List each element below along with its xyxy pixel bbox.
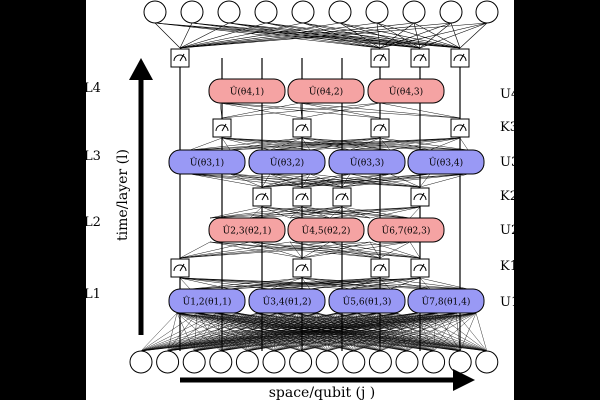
meter-icon [410, 258, 430, 278]
meter-icon [370, 48, 390, 68]
operator-label: K3 [500, 120, 518, 135]
input-node [422, 350, 446, 374]
time-axis-arrow [129, 58, 153, 335]
meter-icon [332, 187, 352, 207]
meter-icon [292, 258, 312, 278]
gate-u3-3: Û(θ3,3) [328, 149, 406, 175]
layer-label: L3 [84, 149, 101, 164]
gate-u4-1: Û(θ4,1) [208, 78, 286, 104]
gate-label: Û(θ3,4) [429, 157, 463, 169]
meter-icon [170, 258, 190, 278]
input-node [448, 350, 472, 374]
gate-u1-2: Û3,4(θ1,2) [248, 288, 326, 314]
operator-label: K2 [500, 189, 518, 204]
input-node [129, 350, 153, 374]
operator-label: U2 [500, 223, 519, 238]
output-node [402, 0, 426, 24]
gate-u2-2: Û4,5(θ2,2) [287, 217, 365, 243]
input-node [262, 350, 286, 374]
operator-label: U4 [500, 87, 519, 102]
gate-label: Û6,7(θ2,3) [382, 225, 431, 237]
meter-icon [410, 187, 430, 207]
layer-label: L4 [84, 81, 101, 96]
io-nodes [129, 0, 499, 374]
gate-label: Û5,6(θ1,3) [343, 296, 392, 308]
gate-label: Û(θ4,1) [230, 86, 264, 98]
gate-u3-4: Û(θ3,4) [407, 149, 485, 175]
gate-u1-4: Û7,8(θ1,4) [407, 288, 485, 314]
operator-label: U3 [500, 155, 519, 170]
gate-u2-3: Û6,7(θ2,3) [367, 217, 445, 243]
meter-icon [212, 118, 232, 138]
meter-icon [370, 258, 390, 278]
time-axis-label: time/layer (l) [115, 149, 131, 241]
meter-icon [450, 118, 470, 138]
gate-label: Û(θ4,3) [389, 86, 423, 98]
meter-icon [450, 48, 470, 68]
space-axis-label: space/qubit (j ) [269, 385, 376, 400]
output-node [254, 0, 278, 24]
gate-u4-2: Û(θ4,2) [287, 78, 365, 104]
input-node [315, 350, 339, 374]
gate-label: Û1,2(θ1,1) [183, 296, 232, 308]
gate-u1-3: Û5,6(θ1,3) [328, 288, 406, 314]
unitary-gates: Û(θ4,1) Û(θ4,2) Û(θ4,3) Û(θ3,1) Û(θ3,2) Û(θ3,… [168, 78, 485, 314]
output-node [180, 0, 204, 24]
meter-icon [170, 48, 190, 68]
gate-label: Û4,5(θ2,2) [302, 225, 351, 237]
output-node [328, 0, 352, 24]
input-node [235, 350, 259, 374]
gate-label: Û7,8(θ1,4) [422, 296, 471, 308]
output-node [439, 0, 463, 24]
meter-icon [370, 118, 390, 138]
output-node [365, 0, 389, 24]
input-node [209, 350, 233, 374]
meter-icon [410, 48, 430, 68]
gate-u4-3: Û(θ4,3) [367, 78, 445, 104]
meter-icon [292, 187, 312, 207]
gate-label: Û3,4(θ1,2) [263, 296, 312, 308]
layer-label: L1 [84, 287, 101, 302]
gate-u3-2: Û(θ3,2) [248, 149, 326, 175]
input-node [368, 350, 392, 374]
input-node [156, 350, 180, 374]
output-node [291, 0, 315, 24]
gate-label: Û(θ4,2) [309, 86, 343, 98]
output-node [143, 0, 167, 24]
output-node [217, 0, 241, 24]
input-node [289, 350, 313, 374]
input-node [475, 350, 499, 374]
gate-label: Û(θ3,2) [270, 157, 304, 169]
gate-u3-1: Û(θ3,1) [168, 149, 246, 175]
gate-label: Û(θ3,1) [190, 157, 224, 169]
output-node [475, 0, 499, 24]
gate-u2-1: Û2,3(θ2,1) [208, 217, 286, 243]
operator-label: K1 [500, 259, 518, 274]
gate-label: Û(θ3,3) [350, 157, 384, 169]
measurement-layer [170, 48, 470, 278]
meter-icon [292, 118, 312, 138]
layer-label: L2 [84, 215, 101, 230]
input-node [182, 350, 206, 374]
input-node [342, 350, 366, 374]
gate-u1-1: Û1,2(θ1,1) [168, 288, 246, 314]
gate-label: Û2,3(θ2,1) [223, 225, 272, 237]
space-axis-arrow [180, 369, 475, 391]
operator-label: U1 [500, 295, 519, 310]
input-node [395, 350, 419, 374]
meter-icon [252, 187, 272, 207]
